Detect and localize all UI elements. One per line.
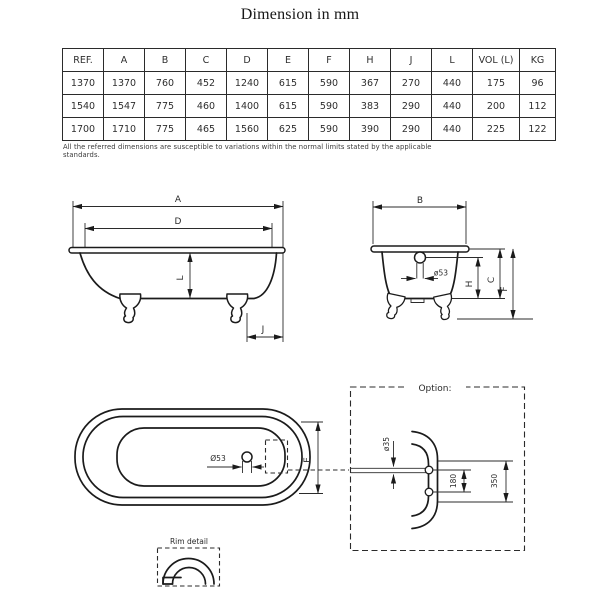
- tap-hole: [424, 465, 434, 475]
- claw-foot: [119, 293, 142, 324]
- dim-label-b: B: [417, 196, 423, 206]
- tub-basin-contour: [116, 427, 286, 487]
- dim-label-a: A: [175, 195, 182, 205]
- rim-detail-box: [156, 547, 221, 587]
- rim-detail-label: Rim detail: [170, 537, 208, 546]
- rim-edge-outer: [411, 430, 439, 530]
- table-cell: 460: [185, 94, 227, 118]
- rim-section-outer: [162, 557, 215, 585]
- table-cell: 112: [519, 94, 556, 118]
- table-cell: 625: [267, 117, 309, 141]
- drain-diameter-label: ø53: [434, 269, 448, 278]
- tub-outer-contour: [74, 408, 311, 506]
- table-cell: 367: [349, 71, 391, 95]
- drain-notch: [410, 298, 425, 303]
- rim-section-inner: [171, 566, 207, 585]
- tap-hole: [424, 487, 434, 497]
- table-header-cell: L: [431, 48, 473, 72]
- table-cell: 1700: [62, 117, 104, 141]
- top-view-drawing: Ø53 E: [74, 408, 349, 506]
- table-cell: 290: [390, 117, 432, 141]
- tub-rim-end: [370, 245, 470, 253]
- claw-foot: [386, 292, 406, 320]
- tub-mid-contour: [82, 415, 303, 499]
- page-title: Dimension in mm: [240, 6, 360, 23]
- dim-label-e: E: [303, 457, 313, 463]
- rim-detail-drawing: Rim detail: [156, 537, 221, 587]
- table-header-cell: VOL (L): [472, 48, 520, 72]
- tub-body-end: [381, 251, 459, 300]
- table-cell: 1710: [103, 117, 145, 141]
- table-cell: 440: [431, 117, 473, 141]
- hole-spacing-label: 180: [449, 474, 458, 489]
- dim-label-h: H: [465, 281, 475, 288]
- table-cell: 1560: [226, 117, 268, 141]
- table-cell: 390: [349, 117, 391, 141]
- table-cell: 122: [519, 117, 556, 141]
- table-header-cell: E: [267, 48, 309, 72]
- table-cell: 1370: [62, 71, 104, 95]
- table-cell: 96: [519, 71, 556, 95]
- table-header-cell: H: [349, 48, 391, 72]
- side-view-drawing: A D L J: [68, 195, 286, 342]
- hole-diameter-label: ø35: [382, 437, 391, 451]
- table-cell: 200: [472, 94, 520, 118]
- option-detail-drawing: Option: ø35 180 350: [349, 381, 526, 552]
- table-cell: 775: [144, 117, 186, 141]
- option-label: Option:: [418, 384, 451, 394]
- span-label: 350: [490, 474, 499, 489]
- dim-label-d: D: [175, 217, 182, 227]
- claw-foot: [433, 292, 453, 321]
- table-cell: 760: [144, 71, 186, 95]
- drain-diameter-label: Ø53: [210, 454, 226, 463]
- table-header-cell: B: [144, 48, 186, 72]
- tub-rim-side: [68, 246, 286, 254]
- drain-hole: [241, 451, 253, 463]
- tap-position-outline: [264, 439, 289, 474]
- rim-section-lip: [162, 576, 182, 585]
- dim-label-l: L: [176, 275, 186, 280]
- table-cell: 590: [308, 117, 350, 141]
- claw-foot: [226, 293, 249, 324]
- dim-label-c: C: [487, 277, 497, 283]
- table-cell: 175: [472, 71, 520, 95]
- dim-label-f: F: [500, 286, 510, 291]
- footnote: All the referred dimensions are suscepti…: [63, 143, 432, 159]
- rim-edge-inner: [411, 443, 430, 517]
- table-header-cell: D: [226, 48, 268, 72]
- end-view-drawing: B ø53 H C F: [370, 196, 533, 321]
- table-header-cell: A: [103, 48, 145, 72]
- dim-label-j: J: [261, 325, 265, 335]
- option-label-bg: [404, 381, 466, 393]
- drain-hole: [413, 251, 427, 264]
